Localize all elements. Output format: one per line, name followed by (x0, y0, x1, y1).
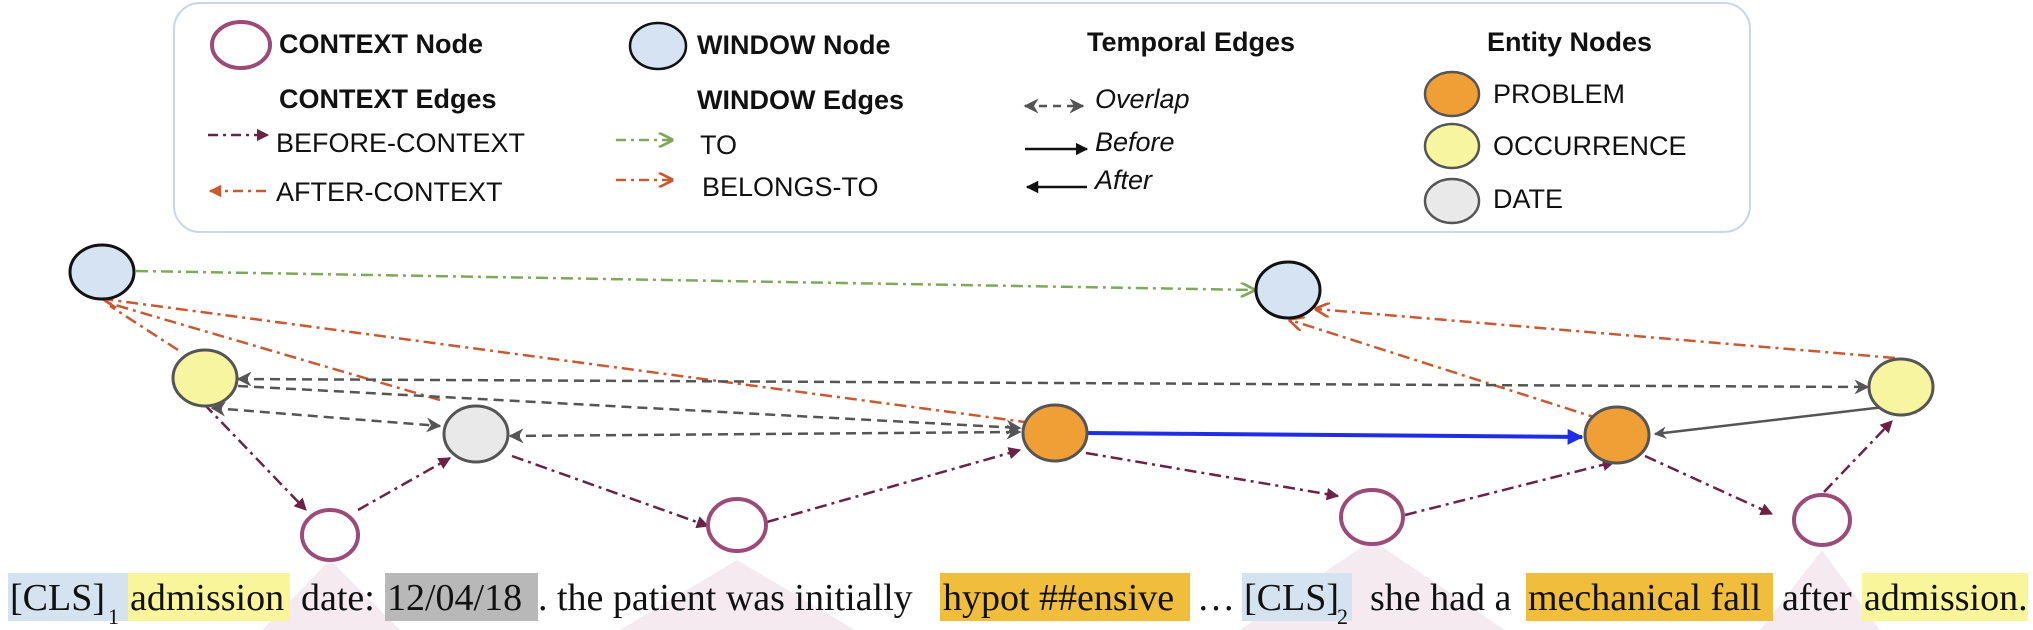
legend-overlap-label: Overlap (1095, 84, 1190, 114)
graph-edges (104, 269, 1896, 529)
legend-context-edges-title: CONTEXT Edges (279, 84, 497, 114)
edge-belongs-to-problem2 (1290, 320, 1601, 421)
legend-to-label: TO (700, 130, 737, 160)
edge-before-problem1-problem2 (1085, 428, 1584, 445)
legend-occurrence-label: OCCURRENCE (1493, 131, 1687, 161)
legend-after-label: After (1093, 165, 1153, 195)
edge-after-occ2-problem2 (1653, 405, 1885, 439)
token-cls2-subscript: 2 (1337, 604, 1348, 629)
legend-window-edges-title: WINDOW Edges (697, 85, 904, 115)
token-date-value: 12/04/18 (387, 577, 522, 619)
funnel-4 (1760, 550, 1880, 630)
edge-to (135, 269, 1254, 290)
legend-window-node-label: WINDOW Node (697, 30, 890, 60)
date-node (442, 404, 510, 464)
legend-after-context-label: AFTER-CONTEXT (276, 177, 503, 207)
legend-problem-label: PROBLEM (1493, 79, 1625, 109)
context-node-1 (300, 508, 360, 562)
occurrence-node-admission (171, 348, 239, 408)
problem-node-hypotensive (1021, 403, 1089, 463)
funnel-2 (620, 560, 855, 630)
window-node-2 (1254, 260, 1322, 320)
legend-date-label: DATE (1493, 184, 1563, 214)
edge-context-occ1-ctx1 (203, 403, 307, 511)
legend-before-context-label: BEFORE-CONTEXT (276, 128, 525, 158)
token-middle-text: . the patient was initially (538, 577, 913, 619)
edge-context-ctx3-problem2 (1404, 458, 1616, 517)
problem-node-mechanical-fall (1583, 405, 1651, 465)
edge-belongs-to-date (104, 300, 441, 402)
highlight-date (385, 573, 538, 621)
context-node-2 (706, 497, 768, 553)
token-she-had: she had a (1370, 577, 1512, 619)
highlight-hypotensive (940, 573, 1190, 621)
legend: CONTEXT Node CONTEXT Edges BEFORE-CONTEX… (173, 2, 1751, 233)
token-cls1-subscript: 1 (108, 604, 119, 629)
token-ellipsis: … (1197, 577, 1235, 619)
edge-belongs-to-problem1 (104, 299, 1056, 428)
highlight-mechanical-fall (1526, 573, 1773, 621)
edge-context-ctx4-occ2 (1823, 420, 1893, 493)
edge-context-problem1-ctx3 (1085, 451, 1340, 501)
edge-belongs-to-occurrence1 (109, 304, 179, 352)
graph-nodes (68, 243, 1935, 562)
token-hypotensive: hypot ##ensive (943, 577, 1174, 619)
edge-context-ctx1-date (357, 456, 452, 512)
occurrence-node-admission-2 (1867, 357, 1935, 417)
sentence: [CLS] 1 admission date: 12/04/18 . the p… (10, 577, 2028, 629)
window-node-1 (68, 243, 136, 301)
edge-context-problem2-ctx4 (1644, 454, 1774, 516)
edge-overlap-occ1-date (210, 401, 442, 433)
date-node-symbol (1423, 177, 1481, 225)
funnel-1 (262, 560, 400, 630)
occurrence-node-symbol (1423, 122, 1481, 170)
window-node-symbol (628, 21, 688, 71)
edge-context-date-ctx2 (511, 454, 710, 529)
context-node-4 (1792, 493, 1852, 547)
edge-overlap-occ1-problem1 (237, 384, 1022, 435)
legend-frame (173, 2, 1751, 233)
legend-context-node-label: CONTEXT Node (279, 29, 483, 59)
token-after: after (1782, 577, 1852, 619)
highlight-cls1 (8, 573, 128, 621)
legend-temporal-edges-title: Temporal Edges (1087, 27, 1295, 57)
highlight-admission1 (128, 573, 290, 621)
legend-belongs-to-label: BELONGS-TO (702, 172, 879, 202)
context-node-3 (1339, 488, 1405, 546)
token-mechanical-fall: mechanical fall (1528, 577, 1761, 619)
token-cls1: [CLS] (10, 577, 105, 619)
highlight-cls2 (1242, 573, 1352, 621)
edge-overlap-date-problem1 (508, 424, 1022, 444)
edge-context-ctx2-problem1 (766, 447, 1022, 524)
token-date-word: date: (301, 577, 375, 619)
token-admission-1: admission (130, 577, 284, 619)
edge-belongs-to-occurrence2 (1316, 309, 1896, 360)
legend-before-label: Before (1095, 127, 1175, 157)
problem-node-symbol (1423, 70, 1481, 118)
legend-entity-nodes-title: Entity Nodes (1487, 27, 1652, 57)
token-admission-2: admission. (1864, 577, 2028, 619)
highlight-admission2 (1862, 573, 2028, 621)
token-cls2: [CLS] (1244, 577, 1339, 619)
context-node-symbol (210, 20, 272, 70)
token-highlights (8, 573, 2028, 621)
edge-overlap-occ1-occ2 (236, 371, 1870, 395)
